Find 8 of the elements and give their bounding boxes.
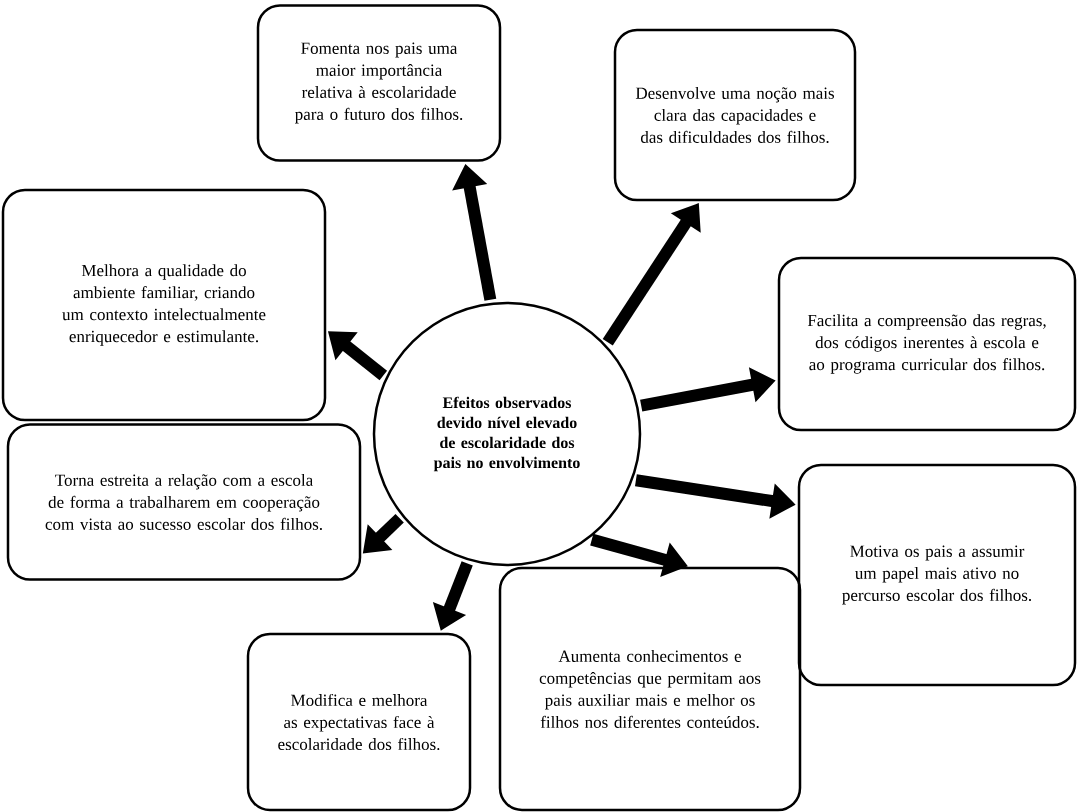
effect-box: Facilita a compreensão das regras, dos códigos inerentes à escola e ao programa curricular dos filhos. bbox=[777, 256, 1077, 432]
effect-box: Fomenta nos pais uma maior importância relativa à escolaridade para o futuro dos filhos. bbox=[256, 4, 502, 162]
effect-box: Modifica e melhora as expectativas face à escolaridade dos filhos. bbox=[246, 632, 472, 812]
effect-box: Aumenta conhecimentos e competências que permitam aos pais auxiliar mais e melhor os filhos nos diferentes conteúdos. bbox=[498, 566, 802, 812]
effect-box: Desenvolve uma noção mais clara das capacidades e das dificuldades dos filhos. bbox=[613, 28, 857, 202]
effect-box: Melhora a qualidade do ambiente familiar, criando um contexto intelectualmente enriquecedor e estimulante. bbox=[1, 188, 327, 422]
effect-box: Motiva os pais a assumir um papel mais ativo no percurso escolar dos filhos. bbox=[797, 463, 1077, 687]
effect-box: Torna estreita a relação com a escola de forma a trabalharem em cooperação com vista ao sucesso escolar dos filhos. bbox=[6, 423, 362, 581]
